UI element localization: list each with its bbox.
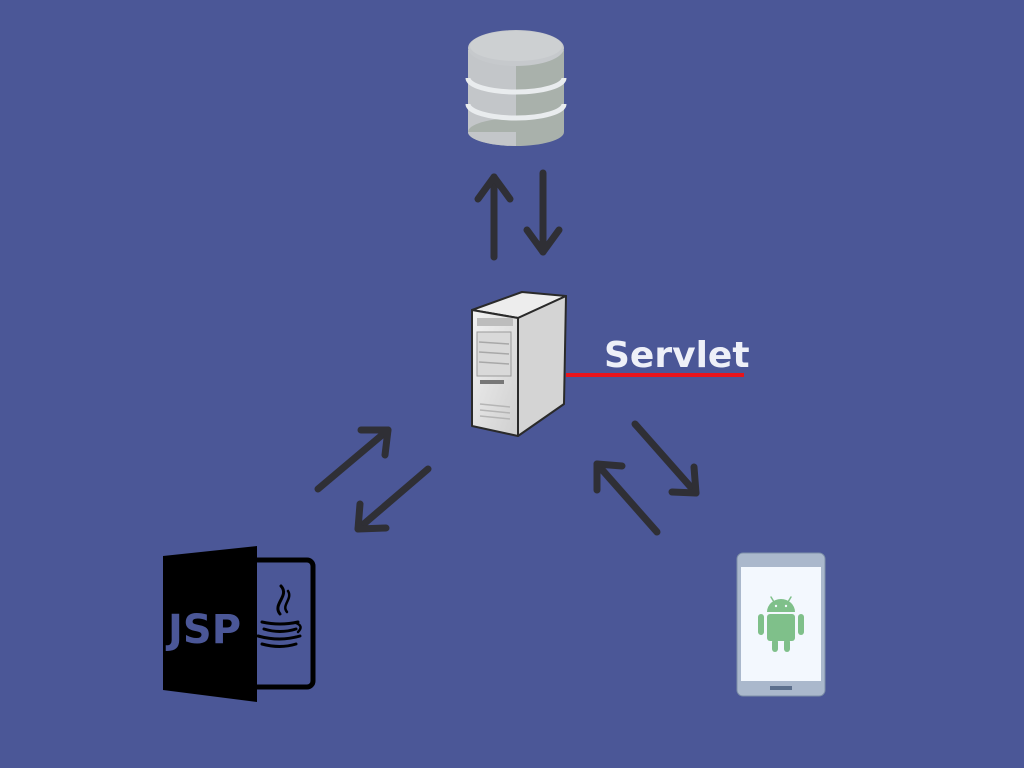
android-logo-icon [758, 596, 804, 652]
server-icon [471, 291, 567, 437]
database-icon [465, 30, 567, 146]
jsp-text: JSP [165, 607, 241, 653]
java-cup-icon [256, 584, 302, 648]
arrow-server-to-android [631, 420, 700, 497]
android-phone-icon [736, 552, 826, 697]
arrow-server-to-jsp [354, 465, 432, 533]
jsp-file-icon: JSP [163, 546, 316, 702]
arrow-android-to-server [593, 460, 661, 536]
arrow-database-to-server [523, 169, 563, 256]
arrow-server-to-database [474, 173, 514, 261]
servlet-label: Servlet [604, 335, 750, 376]
arrow-jsp-to-server [314, 426, 392, 493]
